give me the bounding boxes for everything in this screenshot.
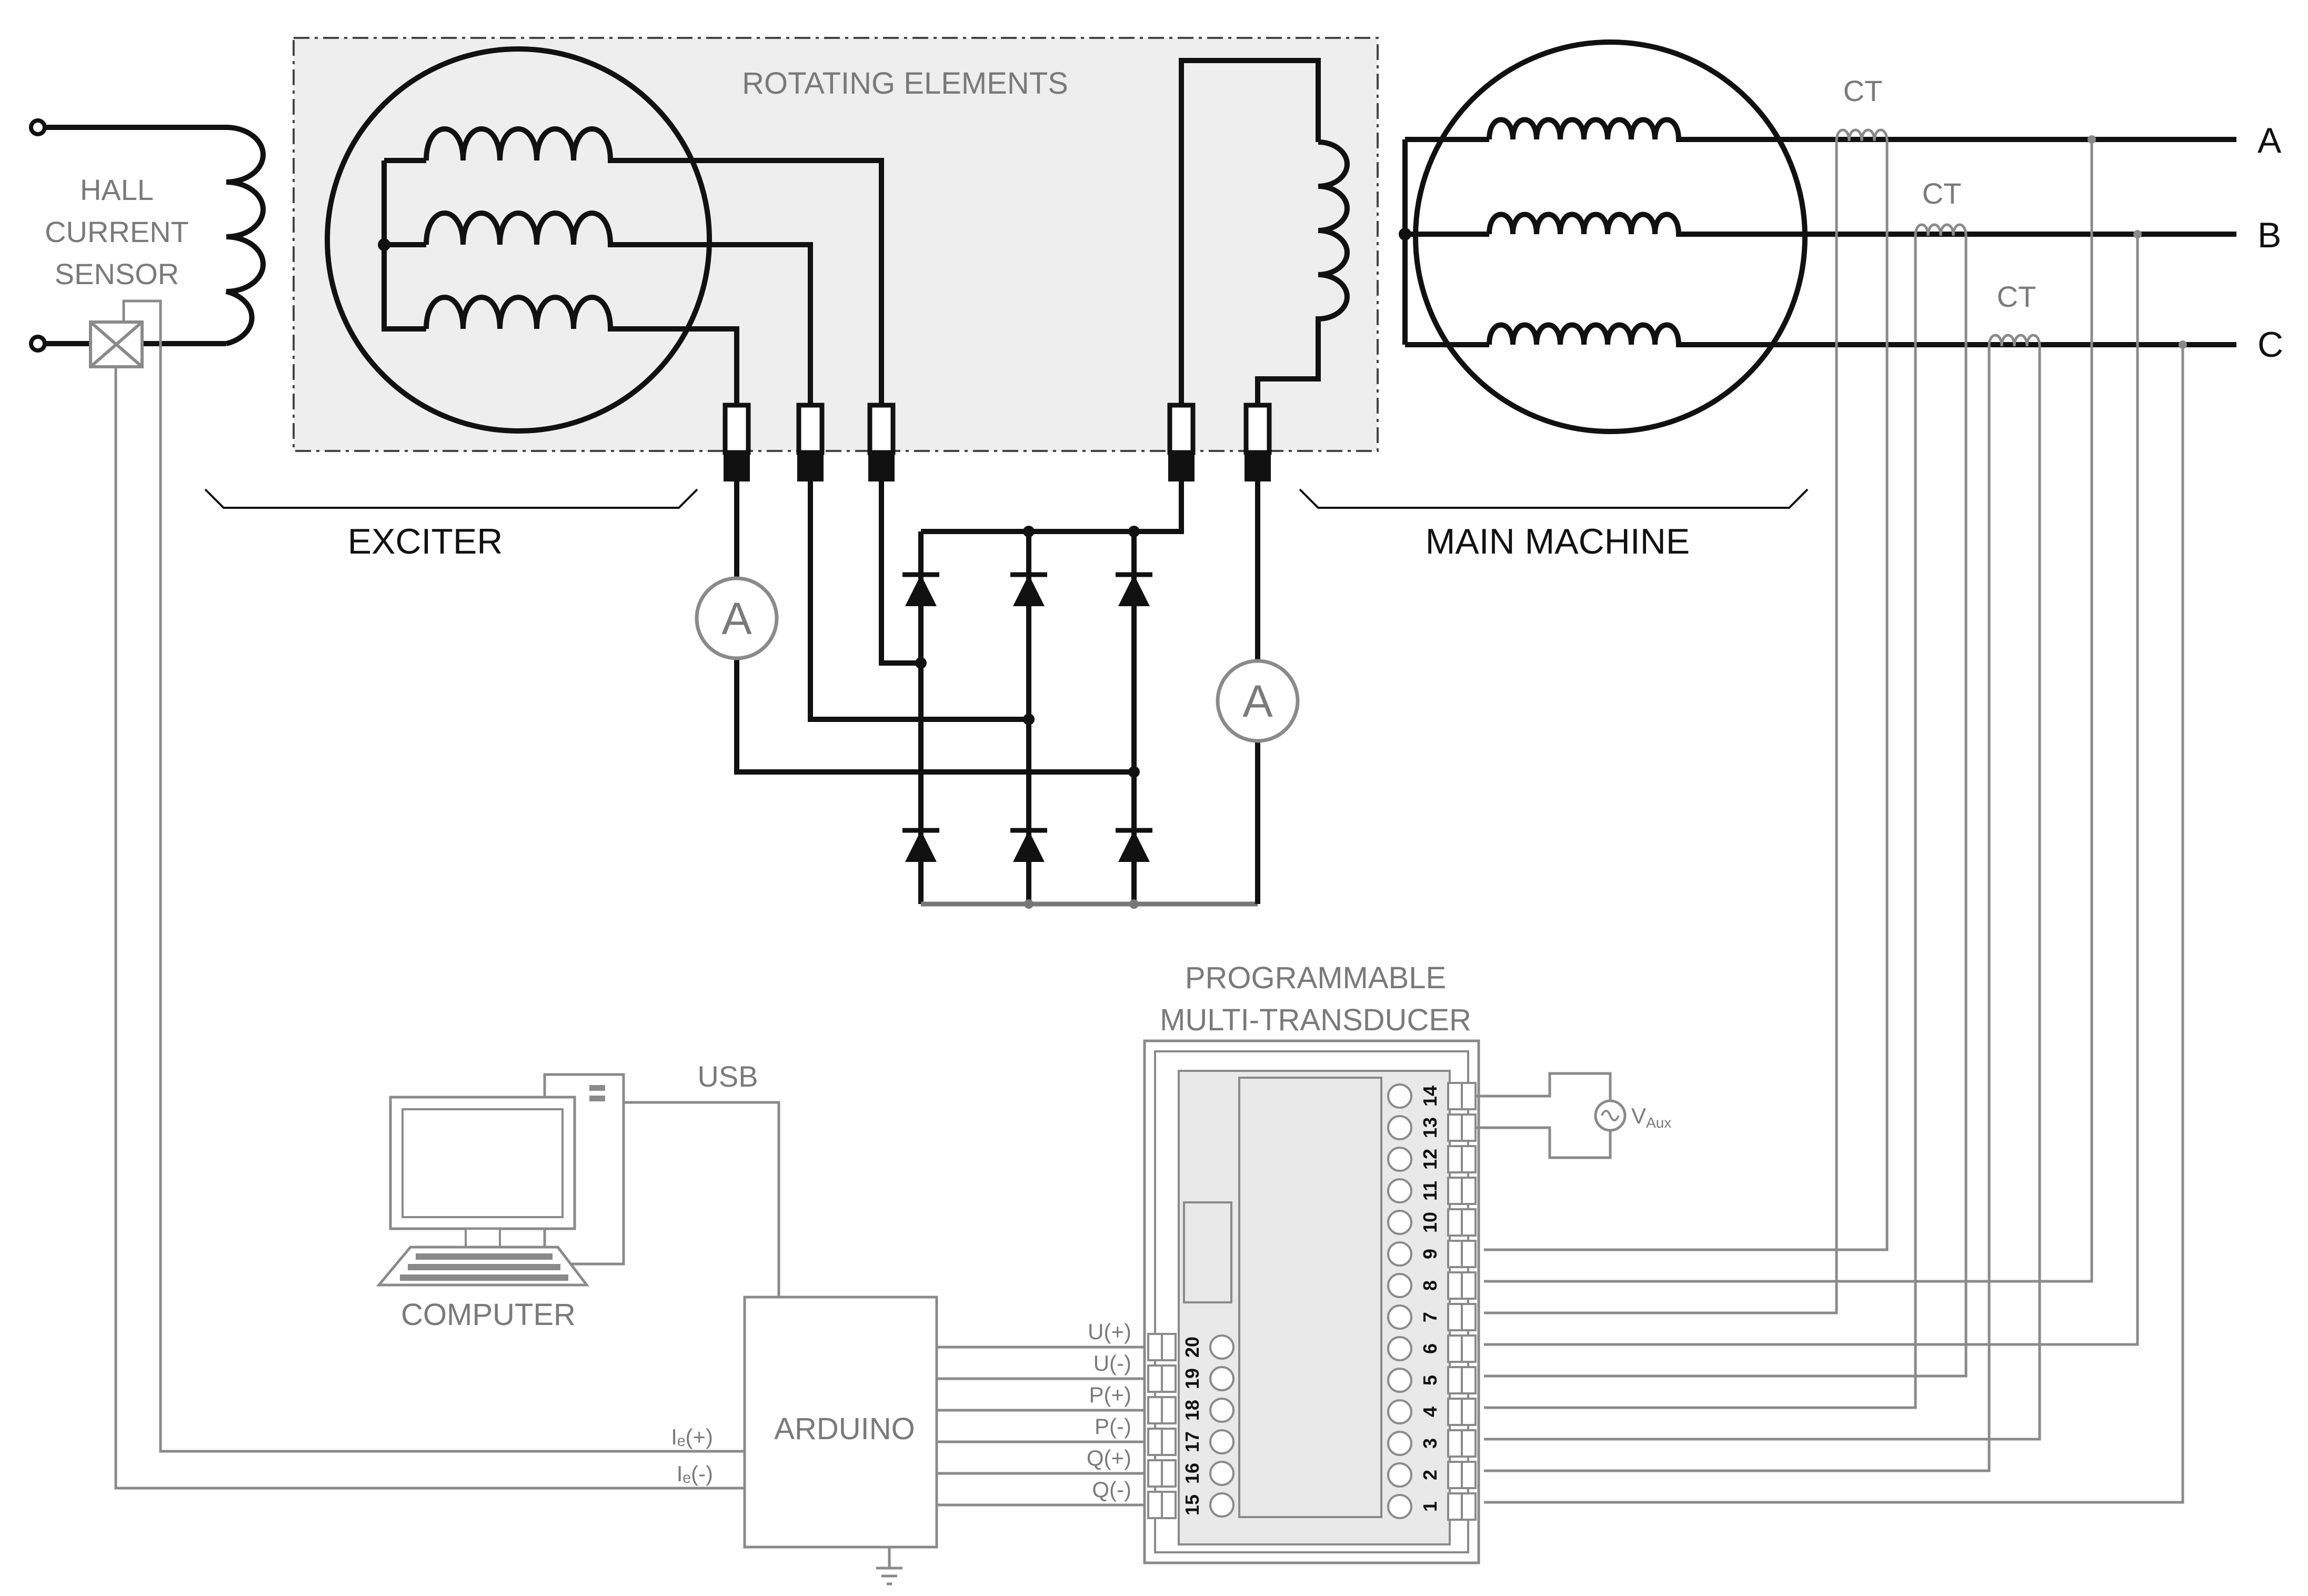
pin-number: 14 (1419, 1086, 1441, 1107)
ie-plus-label: Iₑ(+) (671, 1424, 713, 1449)
arduino-transducer-wires (937, 1346, 1158, 1507)
pin-number: 9 (1419, 1249, 1441, 1259)
ie-minus-label: Iₑ(-) (677, 1461, 713, 1486)
phase-b-label: B (2257, 215, 2281, 255)
exciter-bracket (204, 488, 698, 509)
signal-label: Q(+) (1087, 1446, 1131, 1470)
multi-transducer (1143, 1039, 1480, 1564)
ammeter-field: A (1216, 659, 1300, 743)
rotor-field-winding (1167, 58, 1350, 481)
computer-label: COMPUTER (401, 1298, 576, 1332)
pin-number: 18 (1181, 1400, 1203, 1421)
transducer-label-line2: MULTI-TRANSDUCER (1160, 1003, 1471, 1037)
pin-number: 7 (1419, 1312, 1441, 1322)
pin-number: 16 (1181, 1463, 1203, 1484)
pin-number: 8 (1419, 1280, 1441, 1291)
ct-a-label: CT (1843, 74, 1883, 107)
usb-label: USB (697, 1060, 758, 1093)
main-machine (1399, 39, 2236, 434)
pin-numbers-left: 20 19 18 17 16 15 (1181, 1337, 1203, 1515)
ammeter-exciter: A (695, 576, 779, 660)
hall-label-line3: SENSOR (55, 257, 179, 290)
exciter-label: EXCITER (348, 521, 503, 561)
signal-label: Q(-) (1092, 1477, 1131, 1502)
svg-text:A: A (1242, 676, 1273, 727)
signal-label: P(+) (1089, 1382, 1131, 1407)
main-machine-label: MAIN MACHINE (1426, 521, 1690, 561)
measurement-wires (1484, 135, 2187, 1504)
svg-text:A: A (721, 594, 752, 644)
rotating-elements-label: ROTATING ELEMENTS (742, 66, 1068, 101)
pin-number: 12 (1419, 1149, 1441, 1170)
current-transformers (1835, 128, 2041, 347)
pin-number: 1 (1419, 1501, 1441, 1512)
pin-number: 3 (1419, 1438, 1441, 1449)
pin-number: 4 (1419, 1407, 1441, 1417)
signal-label: P(-) (1095, 1414, 1131, 1439)
transducer-label-line1: PROGRAMMABLE (1185, 961, 1446, 995)
pin-number: 6 (1419, 1343, 1441, 1354)
main-machine-bracket (1299, 488, 1809, 509)
pin-number: 5 (1419, 1375, 1441, 1386)
vaux-label: VAux (1631, 1103, 1671, 1131)
pin-number: 2 (1419, 1470, 1441, 1480)
hall-label-line2: CURRENT (45, 215, 189, 248)
pin-number: 17 (1181, 1431, 1203, 1452)
rectifier-bridge (734, 481, 1260, 909)
pin-numbers-right: 14 13 12 11 10 9 8 7 6 5 4 3 2 1 (1419, 1086, 1441, 1512)
computer (376, 1073, 789, 1330)
hall-label-line1: HALL (80, 173, 154, 206)
arduino-board (743, 1296, 938, 1585)
pin-number: 11 (1419, 1181, 1441, 1201)
slip-rings-exciter (722, 403, 896, 481)
pin-number: 15 (1181, 1494, 1203, 1515)
ct-b-label: CT (1922, 177, 1962, 210)
pin-number: 10 (1419, 1212, 1441, 1233)
phase-c-label: C (2257, 325, 2283, 365)
signal-label: U(-) (1093, 1351, 1131, 1376)
ct-c-label: CT (1997, 280, 2036, 313)
rotating-elements-box (293, 37, 1379, 452)
aux-voltage-source (1476, 1072, 1627, 1159)
phase-a-label: A (2257, 121, 2282, 160)
signal-labels: U(+) U(-) P(+) P(-) Q(+) Q(-) (1087, 1319, 1131, 1502)
pin-number: 19 (1181, 1368, 1203, 1389)
pin-number: 13 (1419, 1117, 1441, 1138)
arduino-label: ARDUINO (774, 1412, 915, 1446)
hall-current-sensor (29, 118, 750, 1490)
exciter-machine (325, 46, 884, 434)
pin-number: 20 (1181, 1337, 1203, 1358)
signal-label: U(+) (1088, 1319, 1131, 1344)
